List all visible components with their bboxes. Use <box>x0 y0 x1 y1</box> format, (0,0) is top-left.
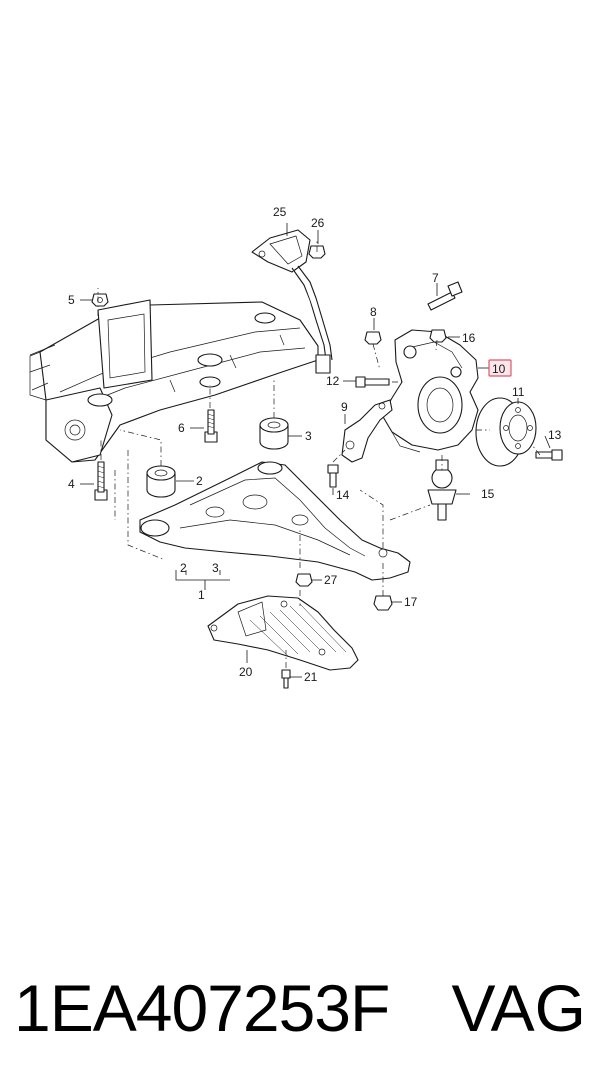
label-27: 27 <box>324 573 338 587</box>
subframe <box>29 299 319 463</box>
label-7: 7 <box>432 271 439 285</box>
label-21: 21 <box>304 670 318 684</box>
label-16: 16 <box>462 331 476 345</box>
label-26: 26 <box>311 216 325 230</box>
bushing-upper <box>259 417 289 450</box>
steering-knuckle-10 <box>381 329 479 453</box>
control-arm <box>139 461 411 581</box>
label-4: 4 <box>68 477 75 491</box>
nut-16 <box>429 329 447 343</box>
label-12: 12 <box>326 374 340 388</box>
label-17: 17 <box>404 595 418 609</box>
assembly-lines <box>97 240 541 668</box>
bolt-21 <box>281 669 291 689</box>
bolt-7 <box>427 281 463 311</box>
label-15: 15 <box>481 487 495 501</box>
bolt-14 <box>327 464 339 488</box>
cover-plate-20 <box>207 595 359 671</box>
nut-17 <box>373 595 393 611</box>
label-3b: 3 <box>212 561 219 575</box>
part-labels: 25 26 5 7 8 16 10 12 11 9 13 6 3 2 4 14 … <box>68 205 562 684</box>
bolt-6 <box>204 409 218 443</box>
callout-lines <box>80 223 551 678</box>
nut-27 <box>295 573 313 587</box>
label-3a: 3 <box>305 429 312 443</box>
label-2b: 2 <box>180 561 187 575</box>
nut-8 <box>364 331 382 345</box>
label-10: 10 <box>492 362 506 376</box>
wheel-hub-11 <box>475 397 537 467</box>
footer: 1EA407253F VAG <box>0 968 600 1058</box>
label-1: 1 <box>198 588 205 602</box>
bushing-lower <box>146 465 176 498</box>
label-2a: 2 <box>196 474 203 488</box>
label-11: 11 <box>512 385 525 399</box>
nut-5 <box>91 293 109 307</box>
part-number: 1EA407253F <box>14 971 390 1045</box>
label-8: 8 <box>370 305 377 319</box>
label-14: 14 <box>336 488 350 502</box>
label-9: 9 <box>341 400 348 414</box>
bolt-4 <box>94 461 108 501</box>
label-20: 20 <box>239 665 253 679</box>
label-6: 6 <box>178 421 185 435</box>
link-9 <box>341 399 393 463</box>
bolt-13 <box>535 449 563 461</box>
level-sensor-25 <box>251 229 333 374</box>
label-25: 25 <box>273 205 287 219</box>
brand-label: VAG <box>451 971 586 1045</box>
highlight-box-10 <box>488 359 512 377</box>
bolt-12 <box>355 376 390 388</box>
label-13: 13 <box>548 428 562 442</box>
label-5: 5 <box>68 293 75 307</box>
